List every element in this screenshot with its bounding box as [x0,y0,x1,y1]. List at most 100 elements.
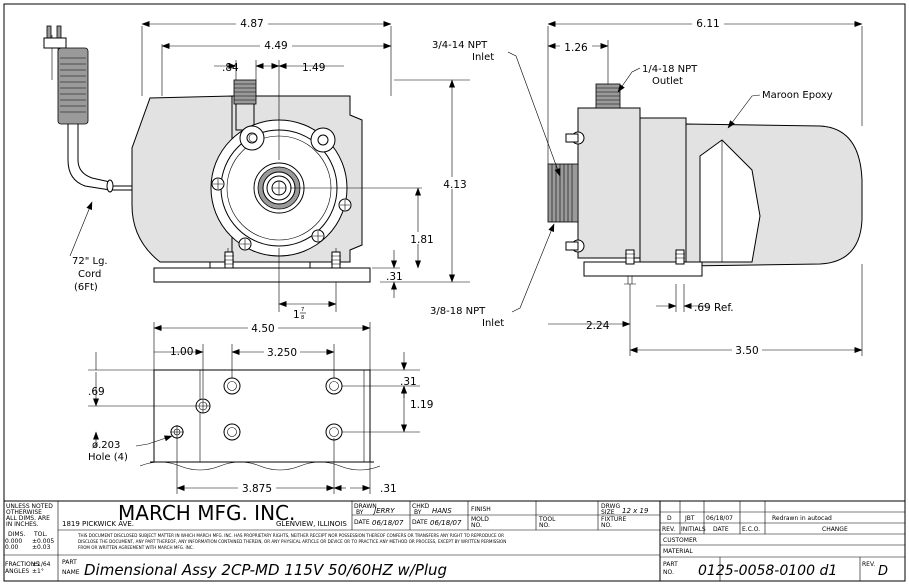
drawn-by-label-2: BY [356,509,364,516]
disclaimer-1: THIS DOCUMENT DISCLOSED SUBJECT MATTER I… [77,533,504,538]
dim-0-31-side: .31 [386,271,403,283]
rev-entry-change: Redrawn in autocad [772,515,832,522]
chkd-by-label-1: CHKD [412,503,430,510]
note-hole-1: ø.203 [92,440,120,451]
note-hole-2: Hole (4) [88,452,128,463]
front-view: 4.87 4.49 .84 1.49 4.13 1.81 .31 1 7 8 [43,17,470,321]
cord-note-3: (6Ft) [74,282,98,293]
dim-frac-whole: 1 [293,309,300,321]
dim-frac-num: 7 [301,307,304,313]
dim-1-49: 1.49 [302,62,325,74]
customer-label: CUSTOMER [663,537,697,544]
bottom-view: 4.50 1.00 3.250 .69 .31 1.19 ø.203 Hole … [88,321,434,495]
date-label-1: DATE [354,519,370,526]
drawn-by-label-1: DRAWN [354,503,377,510]
finish-label: FINISH [471,506,491,513]
part-name-label-2: NAME [62,569,80,576]
fixture-label-1: FIXTURE [601,516,626,523]
date-chkd: 06/18/07 [430,519,462,527]
note-outlet-1: 1/4-18 NPT [642,64,698,75]
motor-end-cone [699,139,761,263]
plug-body [43,37,67,49]
drwg-size-label-2: SIZE [601,509,615,516]
dim-3-50: 3.50 [735,345,758,357]
side-view: 6.11 1.26 .69 Ref. 2.24 3.50 3/4-14 NPT … [430,17,863,357]
rev-entry-rev: D [667,515,672,522]
date-label-2: DATE [412,519,428,526]
unless-4: IN INCHES. [6,521,39,528]
pump-head-side [577,107,641,259]
tol-row1-b: ±0.005 [32,538,54,545]
dim-4-87: 4.87 [240,18,263,30]
dim-3-250: 3.250 [267,347,297,359]
rev-h-change: CHANGE [822,526,848,533]
note-epoxy: Maroon Epoxy [762,90,833,101]
material-label: MATERIAL [663,548,693,555]
rev-entry-initials: JBT [684,515,695,522]
dim-frac-den: 8 [301,315,304,321]
company-street: 1819 PICKWICK AVE. [62,520,134,528]
base-plate-side [583,261,703,277]
dim-0-31-plan: .31 [400,376,417,388]
dim-6-11: 6.11 [696,18,719,30]
dim-4-13: 4.13 [443,179,466,191]
dim-1-19: 1.19 [410,399,433,411]
unless-2: OTHERWISE [6,509,42,516]
tol-row4-a: ANGLES [5,568,29,575]
part-no-label-2: NO. [663,569,674,576]
dim-2-24: 2.24 [586,320,610,332]
dim-0-84: .84 [222,62,239,74]
disclaimer-2: DISCLOSE THE DOCUMENT, ANY PART THEREOF,… [78,539,506,544]
tol-row2-b: ±0.03 [32,544,51,551]
tol-row2-a: 0.00 [5,544,19,551]
motor-housing [131,95,233,263]
dim-3-875: 3.875 [242,483,272,495]
dim-4-50: 4.50 [251,323,274,335]
dim-1-81: 1.81 [410,234,433,246]
dim-4-49: 4.49 [264,40,287,52]
inlet-fitting-side [547,163,579,223]
rev-entry-date: 06/18/07 [706,515,733,522]
drawn-by: JERRY [372,507,395,515]
base-plate [153,267,371,283]
tol-row4-b: ±1° [32,568,44,575]
note-inlet-bottom-1: 3/8-18 NPT [430,306,486,317]
unless-3: ALL DIMS. ARE [6,515,50,522]
chkd-by: HANS [432,507,452,515]
rev-h-initials: INITIALS [681,526,706,533]
dim-1-26: 1.26 [564,42,588,54]
plug-prong-1 [46,25,52,39]
chkd-by-label-2: BY [414,509,422,516]
dim-0-69-ref: .69 Ref. [694,302,734,314]
tol-dims-header: DIMS. [8,531,25,538]
part-no-label-1: PART [663,561,678,568]
part-name: Dimensional Assy 2CP-MD 115V 50/60HZ w/P… [84,561,447,579]
mold-label-1: MOLD [471,516,489,523]
fixture-label-2: NO. [601,522,612,529]
company-name: MARCH MFG. INC. [118,501,295,525]
rev-label: REV. [862,561,875,568]
cord-note-2: Cord [78,269,101,280]
part-number: 0125-0058-0100 d1 [698,563,837,579]
title-block: UNLESS NOTED OTHERWISE ALL DIMS. ARE IN … [3,500,906,582]
dim-0-69-plan: .69 [88,386,105,398]
company-city: GLENVIEW, ILLINOIS [276,520,347,528]
cord-note-1: 72" Lg. [72,256,108,267]
rev-h-eco: E.C.O. [742,526,760,533]
tol-row3-a: FRACTIONS [5,561,39,568]
tool-label-1: TOOL [538,516,556,523]
rev-h-date: DATE [713,526,729,533]
tol-row1-a: 0.000 [5,538,22,545]
plug-grip [57,47,89,125]
cord-line [67,124,111,191]
dim-0-31-bottom: .31 [380,483,397,495]
note-outlet-2: Outlet [652,76,683,87]
break-line [139,461,381,471]
unless-1: UNLESS NOTED [6,503,53,510]
mold-label-2: NO. [471,522,482,529]
tool-label-2: NO. [539,522,550,529]
drwg-size: 12 x 19 [622,507,649,515]
disclaimer-3: FROM OR WRITTEN AGREEMENT WITH MARCH MFG… [78,545,194,550]
rev-value: D [878,564,888,579]
